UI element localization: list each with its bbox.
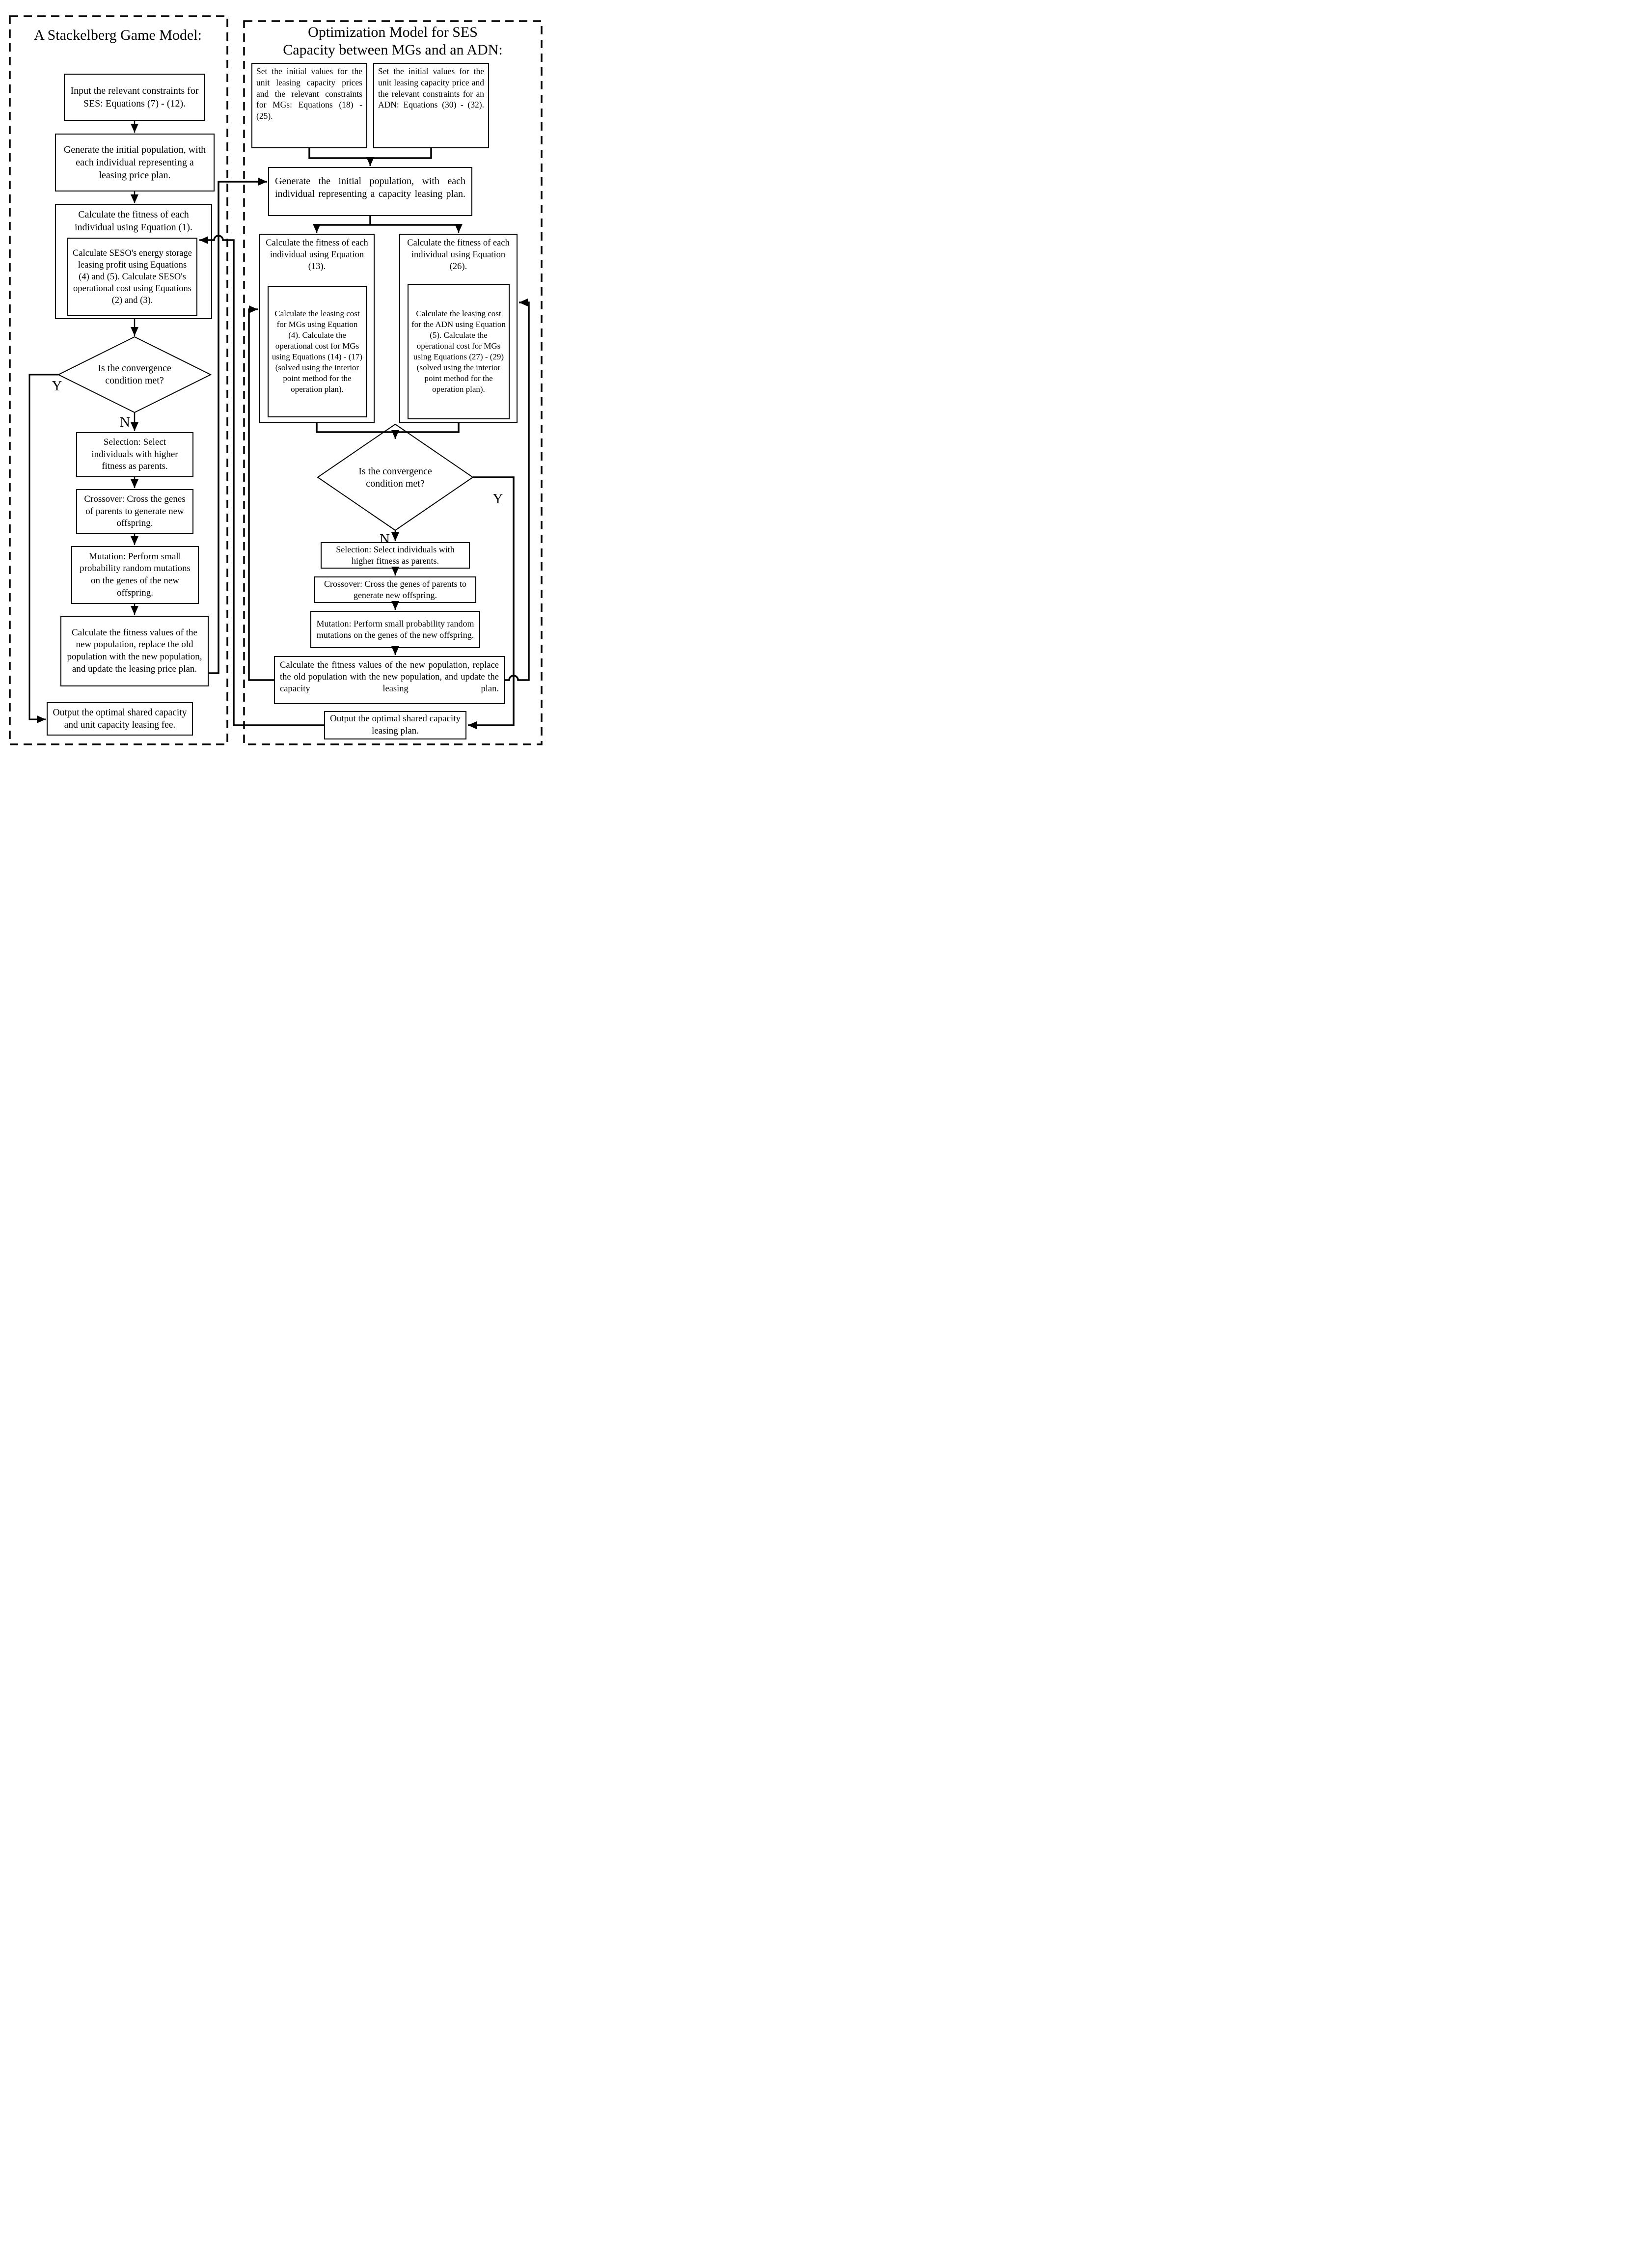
merge-fitness-boxes bbox=[316, 423, 460, 433]
fitness-adn-label: Calculate the fitness of each individual… bbox=[407, 238, 510, 272]
merge-init-boxes bbox=[308, 148, 432, 159]
yes-label-right: Y bbox=[492, 491, 503, 507]
yes-label-left: Y bbox=[52, 378, 62, 394]
box-fitness-mgs: Calculate the fitness of each individual… bbox=[259, 234, 375, 423]
box-fitness-left: Calculate the fitness of each individual… bbox=[55, 204, 212, 319]
left-panel-title: A Stackelberg Game Model: bbox=[34, 27, 202, 43]
box-fitness-adn: Calculate the fitness of each individual… bbox=[399, 234, 518, 423]
box-fitness-adn-inner: Calculate the leasing cost for the ADN u… bbox=[408, 284, 510, 419]
box-mutation-left: Mutation: Perform small probability rand… bbox=[71, 546, 199, 604]
box-update-right: Calculate the fitness values of the new … bbox=[274, 656, 505, 704]
box-generate-population-left: Generate the initial population, with ea… bbox=[55, 134, 215, 191]
flowchart-page: A Stackelberg Game Model: Input the rele… bbox=[0, 0, 546, 756]
box-init-mgs: Set the initial values for the unit leas… bbox=[251, 63, 367, 148]
box-input-constraints: Input the relevant constraints for SES: … bbox=[64, 74, 205, 121]
fitness-mgs-label: Calculate the fitness of each individual… bbox=[266, 238, 368, 272]
split-generate-right bbox=[317, 216, 459, 226]
box-selection-right: Selection: Select individuals with highe… bbox=[321, 542, 470, 569]
box-crossover-left: Crossover: Cross the genes of parents to… bbox=[76, 489, 193, 534]
diamond-convergence-right-label: Is the convergence condition met? bbox=[358, 466, 432, 489]
box-update-left: Calculate the fitness values of the new … bbox=[60, 616, 209, 686]
right-panel-title: Optimization Model for SES Capacity betw… bbox=[255, 24, 530, 59]
box-generate-population-right: Generate the initial population, with ea… bbox=[268, 167, 472, 216]
arrow-update-left-to-generate-right bbox=[209, 178, 267, 674]
box-output-left: Output the optimal shared capacity and u… bbox=[47, 702, 193, 736]
right-panel-title-line1: Optimization Model for SES bbox=[308, 24, 478, 40]
box-fitness-left-inner: Calculate SESO's energy storage leasing … bbox=[67, 238, 197, 316]
no-label-left: N bbox=[120, 414, 130, 430]
box-crossover-right: Crossover: Cross the genes of parents to… bbox=[314, 576, 476, 603]
diamond-convergence-left-label: Is the convergence condition met? bbox=[98, 363, 171, 386]
box-output-right: Output the optimal shared capacity leasi… bbox=[324, 711, 466, 739]
box-selection-left: Selection: Select individuals with highe… bbox=[76, 432, 193, 477]
box-mutation-right: Mutation: Perform small probability rand… bbox=[310, 611, 480, 648]
box-init-adn: Set the initial values for the unit leas… bbox=[373, 63, 489, 148]
arrow-yes-branch-left bbox=[28, 374, 58, 723]
box-fitness-mgs-inner: Calculate the leasing cost for MGs using… bbox=[268, 286, 367, 417]
fitness-left-label: Calculate the fitness of each individual… bbox=[75, 209, 192, 233]
right-panel-title-line2: Capacity between MGs and an ADN: bbox=[283, 42, 503, 58]
